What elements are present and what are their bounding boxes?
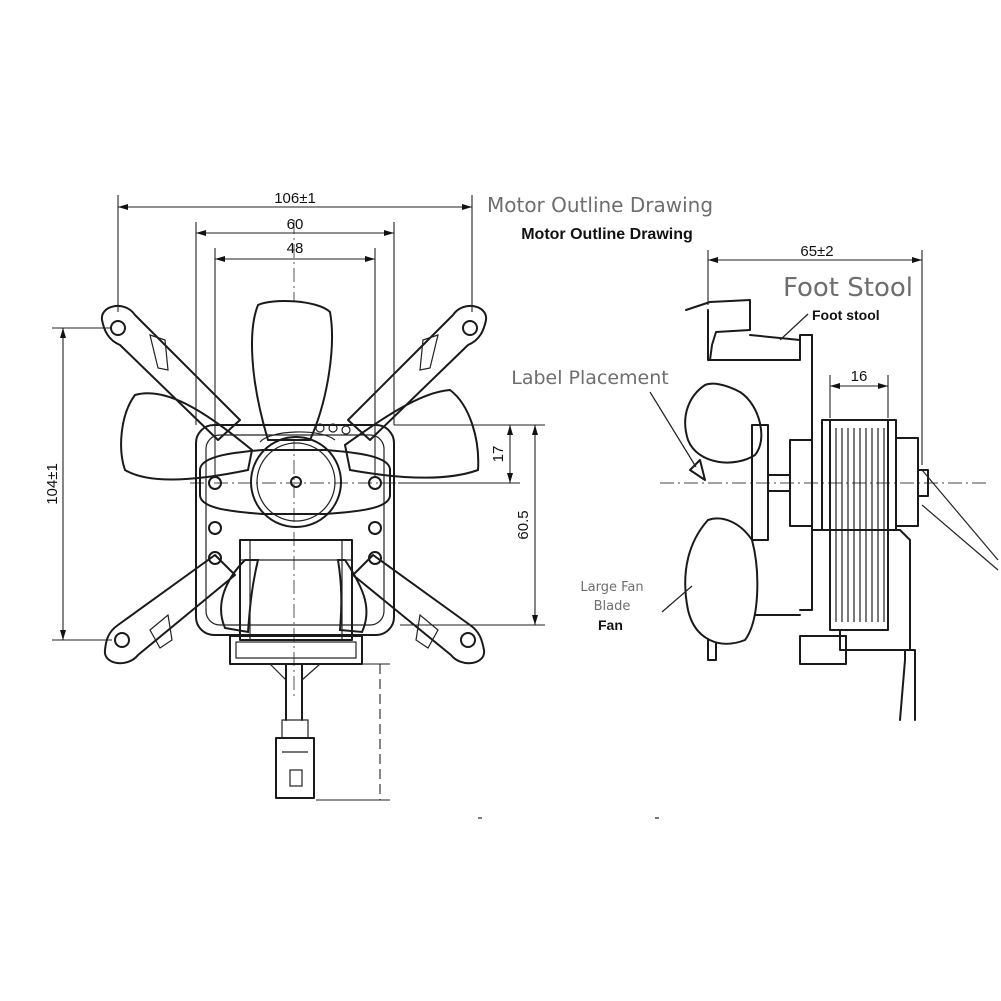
arm-upper-right bbox=[347, 305, 488, 441]
foot-stool-leader bbox=[779, 313, 809, 341]
printed-labels: Motor Outline Drawing Foot stool Fan bbox=[521, 226, 879, 633]
front-fan-blades bbox=[120, 300, 480, 634]
fan-leader bbox=[661, 585, 693, 613]
side-fan-blade-upper bbox=[684, 382, 763, 464]
front-bearing bbox=[789, 439, 813, 527]
overlay-blade: Blade bbox=[594, 599, 631, 614]
dim-shaft-offset: 17 bbox=[490, 446, 507, 463]
bearing-plate bbox=[199, 449, 391, 515]
housing-hole-r2 bbox=[368, 551, 382, 565]
bracket-top-flange bbox=[685, 299, 751, 361]
side-fan-blade-lower bbox=[684, 517, 759, 645]
lower-frame bbox=[811, 529, 911, 651]
rotor-outer bbox=[250, 436, 342, 528]
dim-mount-height: 60.5 bbox=[515, 510, 532, 539]
terminal-base bbox=[229, 635, 363, 665]
housing-hole-l2 bbox=[208, 551, 222, 565]
rear-bearing bbox=[895, 437, 919, 527]
front-view bbox=[100, 220, 488, 799]
overlay-large-fan: Large Fan bbox=[580, 580, 643, 595]
bracket-vertical bbox=[799, 334, 813, 611]
arm-lower-left bbox=[103, 554, 236, 665]
side-coil bbox=[829, 419, 889, 631]
dim-side-depth: 65±2 bbox=[800, 243, 833, 260]
rear-shaft-cap bbox=[917, 469, 929, 497]
arm-upper-left bbox=[100, 305, 241, 441]
foot-stool-bracket bbox=[707, 309, 813, 361]
mount-hole-lower-right bbox=[460, 632, 476, 648]
overlay-title: Motor Outline Drawing bbox=[487, 193, 713, 217]
label-leader bbox=[649, 391, 697, 468]
overlay-foot-stool: Foot Stool bbox=[783, 273, 913, 303]
printed-title: Motor Outline Drawing bbox=[521, 226, 693, 243]
coil-windings bbox=[835, 428, 885, 622]
printed-foot-stool: Foot stool bbox=[812, 307, 880, 323]
bearing-leader-2 bbox=[921, 469, 999, 561]
stator-coil bbox=[239, 539, 353, 641]
mount-hole-upper-left bbox=[110, 320, 126, 336]
label-tab bbox=[689, 459, 706, 481]
housing-hole-l1 bbox=[208, 521, 222, 535]
bearing-leader-1 bbox=[921, 504, 999, 571]
shaft bbox=[290, 476, 302, 488]
dim-hole-spacing: 48 bbox=[287, 240, 304, 257]
printed-fan: Fan bbox=[598, 617, 623, 633]
side-lead bbox=[845, 649, 906, 721]
dim-overall-width: 106±1 bbox=[274, 190, 316, 207]
housing-hole-r1 bbox=[368, 521, 382, 535]
dim-coil-width: 16 bbox=[851, 368, 868, 385]
mount-hole-upper-right bbox=[462, 320, 478, 336]
fan-blade-right bbox=[343, 388, 480, 479]
rotor-inner bbox=[256, 442, 336, 522]
overlay-labels: Motor Outline Drawing Foot Stool Label P… bbox=[487, 193, 913, 614]
overlay-label-placement: Label Placement bbox=[511, 367, 669, 389]
connector-neck bbox=[281, 719, 309, 739]
housing-inner-edge bbox=[205, 434, 385, 626]
mount-hole-lower-left bbox=[114, 632, 130, 648]
fan-blade-left bbox=[120, 392, 254, 481]
side-dimensions: 65±2 16 bbox=[707, 243, 923, 465]
dim-mount-width: 60 bbox=[287, 216, 304, 233]
front-dimensions: 106±1 60 48 104±1 17 60.5 bbox=[44, 190, 545, 801]
wire-connector bbox=[275, 737, 315, 799]
fan-blade-top bbox=[251, 300, 333, 441]
rotor-top-arc bbox=[259, 431, 336, 443]
dim-overall-height: 104±1 bbox=[44, 463, 61, 505]
arm-lower-right bbox=[352, 554, 486, 665]
side-view bbox=[649, 299, 999, 721]
